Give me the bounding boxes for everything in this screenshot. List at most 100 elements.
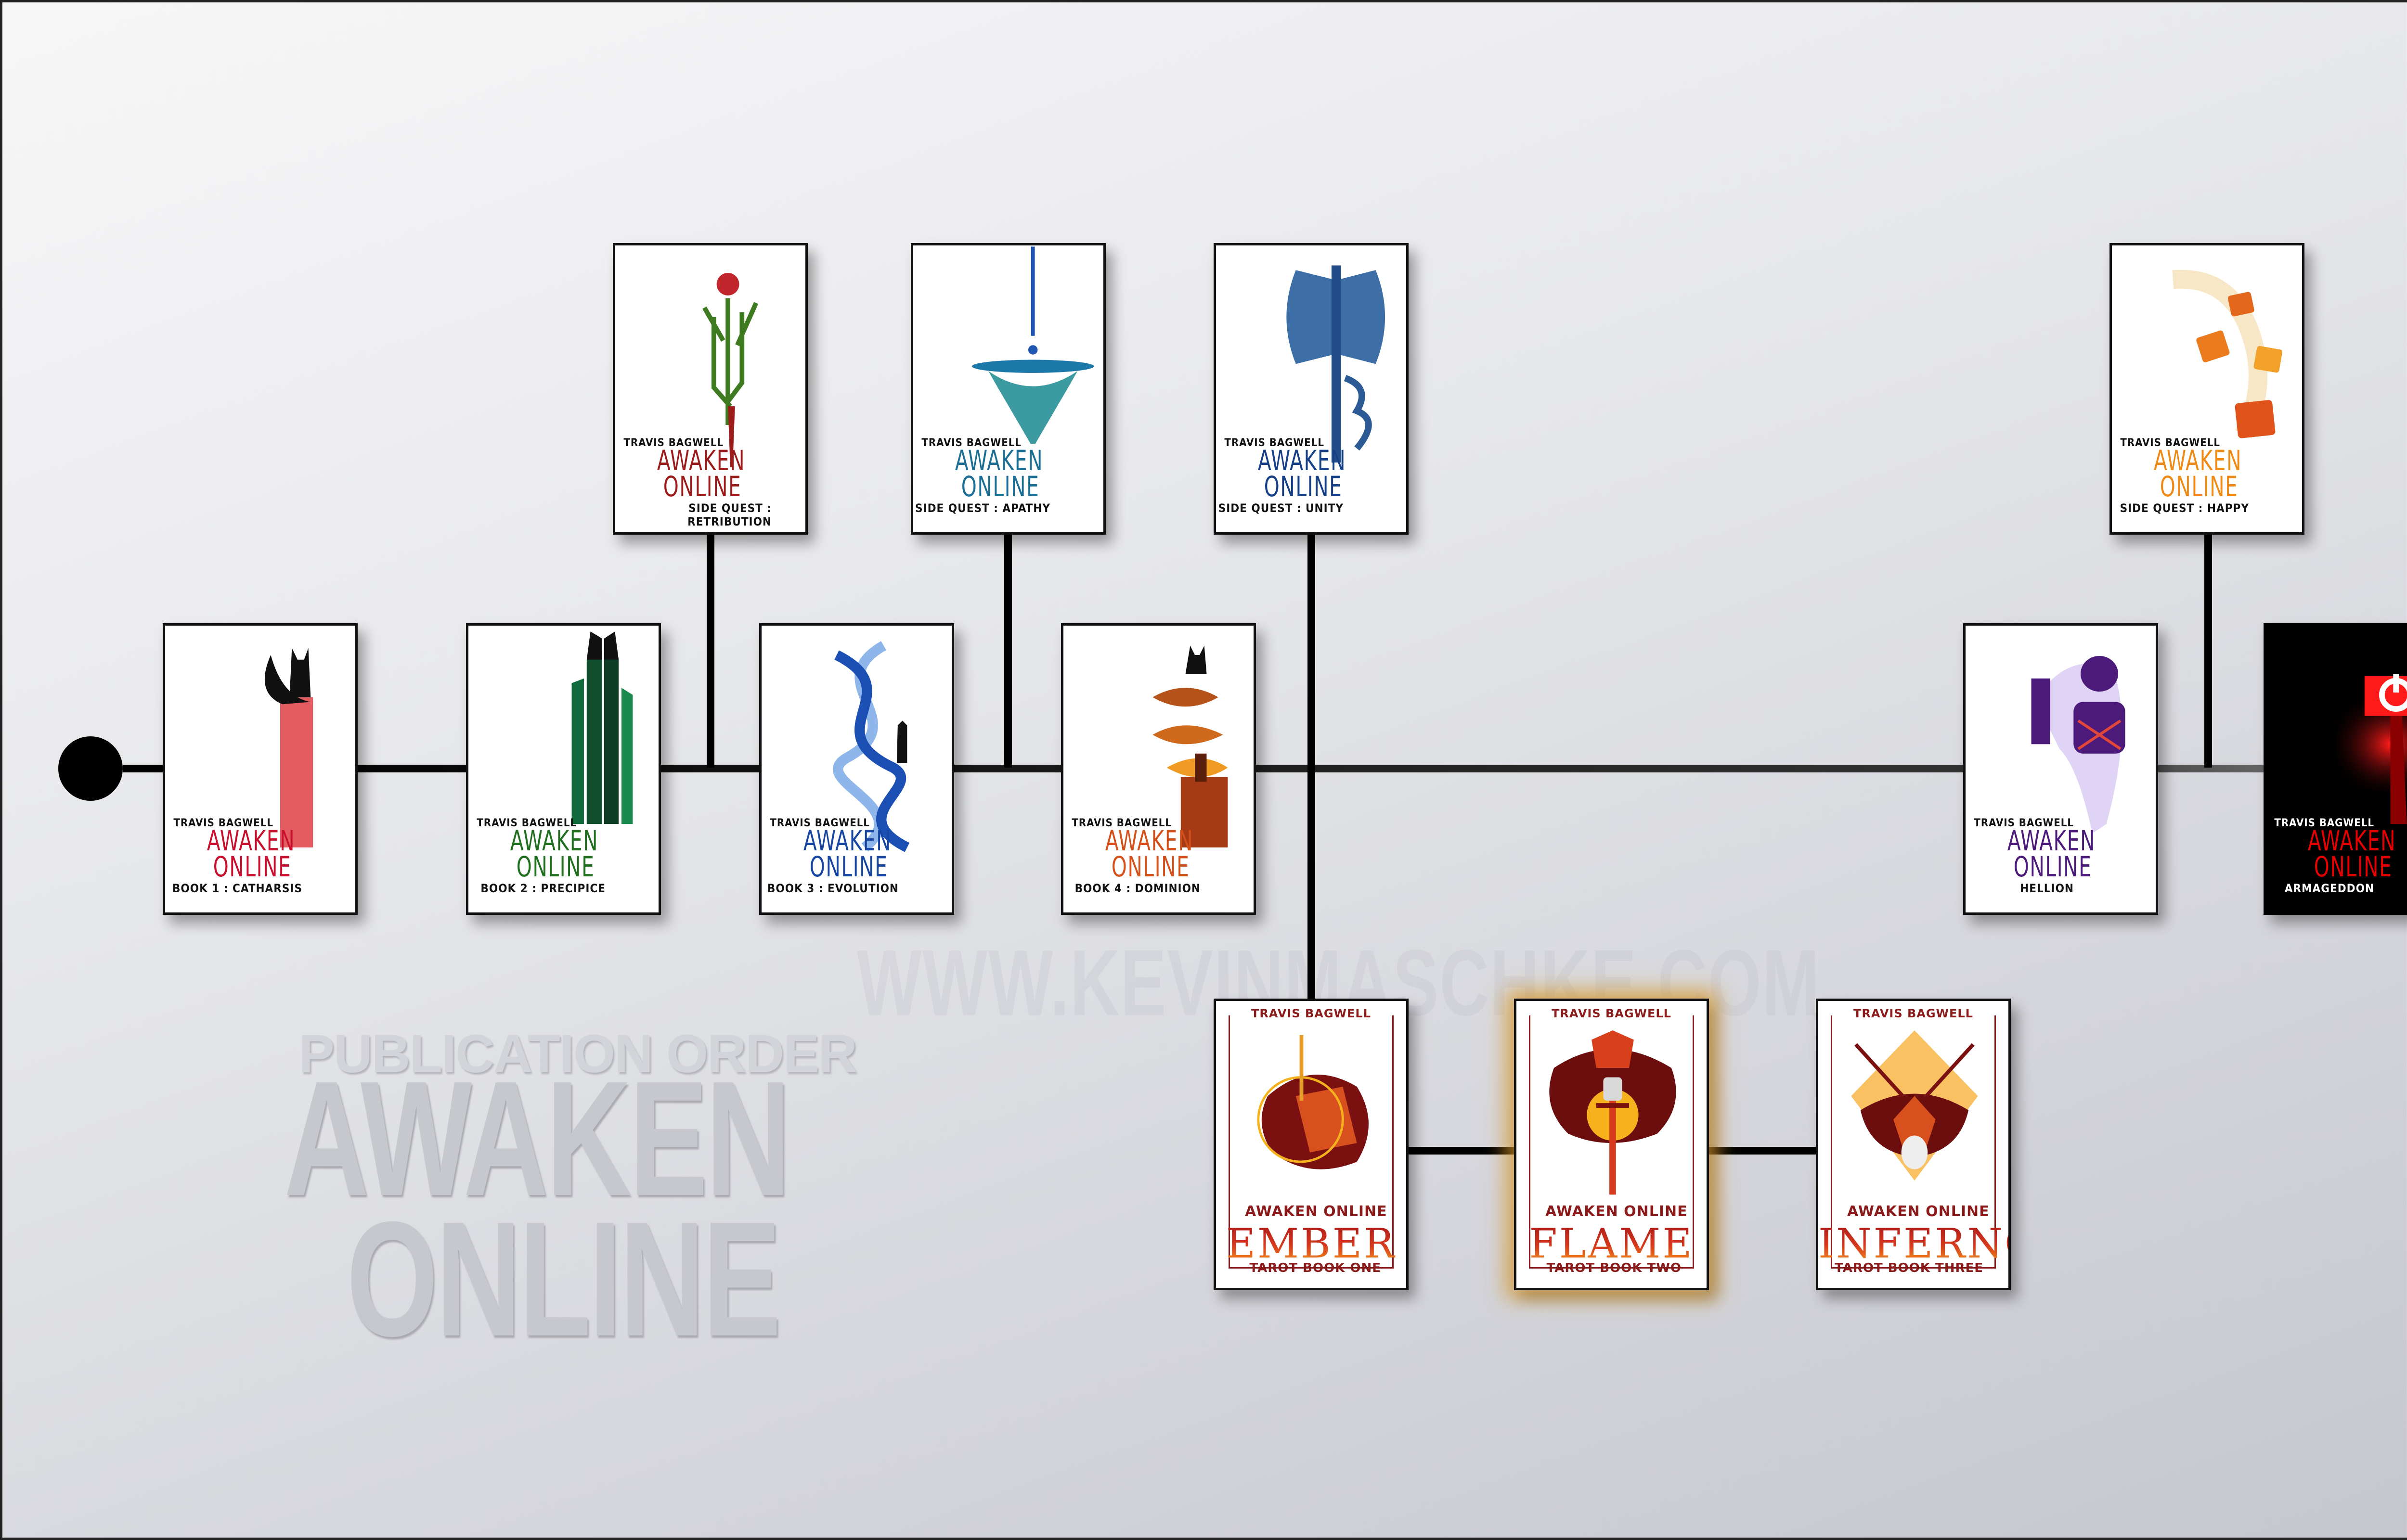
series-line-2: ONLINE [2314, 850, 2393, 883]
publication-order-heading: PUBLICATION ORDER [298, 1024, 857, 1084]
book-title: INFERNO [1818, 1220, 2008, 1267]
water-drop-art-icon [971, 246, 1094, 444]
cat-moon-art-icon [264, 648, 313, 847]
logo-line-2: ONLINE [346, 1188, 781, 1371]
hooded-figure-art-icon [1257, 1035, 1369, 1169]
book-title: SIDE QUEST : RETRIBUTION [687, 501, 772, 528]
skeleton-art-icon [2031, 655, 2125, 834]
power-button-art-icon [2336, 674, 2407, 824]
book-title: ARMAGEDDON [2284, 882, 2374, 895]
connector-apathy [1004, 532, 1012, 768]
author-name: TRAVIS BAGWELL [477, 817, 577, 829]
series-line-1: AWAKEN [2007, 824, 2096, 857]
ornate-frame [1831, 1015, 1996, 1269]
book-title: BOOK 3 : EVOLUTION [767, 882, 899, 895]
awaken-online-logo: AWAKEN ONLINE [284, 1047, 791, 1371]
series-line-2: ONLINE [663, 470, 742, 503]
series-line-1: AWAKEN [657, 444, 746, 477]
series-line-2: ONLINE [809, 850, 888, 883]
author-name: TRAVIS BAGWELL [173, 817, 273, 829]
series-line-1: AWAKEN [2307, 824, 2396, 857]
author-name: TRAVIS BAGWELL [623, 437, 724, 449]
series-line-2: ONLINE [2160, 470, 2239, 503]
series-line-1: AWAKEN [1105, 824, 1194, 857]
series-title: AWAKEN ONLINE [1847, 1203, 1990, 1220]
timeline-start-dot [58, 736, 123, 801]
series-title: AWAKEN ONLINE [1545, 1203, 1688, 1220]
book-cover-ember[interactable]: TRAVIS BAGWELL AWAKEN ONLINE EMBER TAROT… [1214, 999, 1409, 1290]
book-title: FLAME [1516, 1220, 1707, 1267]
author-name: TRAVIS BAGWELL [1552, 1007, 1671, 1020]
series-line-1: AWAKEN [955, 444, 1044, 477]
connector-happy [2204, 532, 2212, 768]
series-line-1: AWAKEN [1257, 444, 1346, 477]
series-line-2: ONLINE [213, 850, 292, 883]
book-title: BOOK 1 : CATHARSIS [172, 882, 302, 895]
author-name: TRAVIS BAGWELL [2120, 437, 2220, 449]
series-line-2: ONLINE [961, 470, 1040, 503]
book-number: TAROT BOOK TWO [1546, 1261, 1682, 1275]
series-line-1: AWAKEN [2153, 444, 2242, 477]
dna-helix-art-icon [833, 641, 910, 852]
author-name: TRAVIS BAGWELL [1072, 817, 1172, 829]
series-line-2: ONLINE [2013, 850, 2092, 883]
logo-line-1: AWAKEN [284, 1047, 791, 1230]
author-name: TRAVIS BAGWELL [2274, 817, 2374, 829]
series-line-2: ONLINE [1111, 850, 1190, 883]
author-name: TRAVIS BAGWELL [1853, 1007, 1973, 1020]
series-line-2: ONLINE [1264, 470, 1343, 503]
connector-retribution [707, 532, 714, 768]
book-number: TAROT BOOK THREE [1834, 1261, 1983, 1275]
series-line-2: ONLINE [516, 850, 595, 883]
smoke-castle-art-icon [1152, 645, 1228, 847]
series-line-1: AWAKEN [510, 824, 599, 857]
book-title: EMBER [1216, 1220, 1406, 1267]
book-title: SIDE QUEST : APATHY [915, 501, 1050, 515]
thorned-rose-art-icon [702, 273, 759, 467]
ice-axe-art-icon [1286, 265, 1385, 463]
flaming-dice-art-icon [2172, 270, 2283, 439]
author-name: TRAVIS BAGWELL [921, 437, 1022, 449]
towers-art-icon [571, 631, 633, 824]
book-title: SIDE QUEST : HAPPY [2120, 501, 2249, 515]
book-title: SIDE QUEST : UNITY [1218, 501, 1344, 515]
author-name: TRAVIS BAGWELL [1251, 1007, 1371, 1020]
main-timeline-line [123, 765, 2407, 772]
author-name: TRAVIS BAGWELL [1974, 817, 2074, 829]
book-cover-flame[interactable]: TRAVIS BAGWELL AWAKEN ONLINE FLAME TAROT… [1514, 999, 1709, 1290]
book-title: BOOK 2 : PRECIPICE [480, 882, 606, 895]
face-flames-art-icon [1851, 1030, 1978, 1181]
series-line-1: AWAKEN [207, 824, 296, 857]
series-line-1: AWAKEN [803, 824, 892, 857]
author-name: TRAVIS BAGWELL [770, 817, 870, 829]
ornate-frame [1229, 1015, 1394, 1269]
book-cover-inferno[interactable]: TRAVIS BAGWELL AWAKEN ONLINE INFERNO TAR… [1816, 999, 2011, 1290]
ornate-frame [1529, 1015, 1694, 1269]
book-title: BOOK 4 : DOMINION [1074, 882, 1201, 895]
connector-unity [1307, 532, 1315, 1001]
series-title: AWAKEN ONLINE [1245, 1203, 1387, 1220]
fist-sword-art-icon [1549, 1030, 1676, 1195]
author-name: TRAVIS BAGWELL [1224, 437, 1324, 449]
book-number: TAROT BOOK ONE [1249, 1261, 1381, 1275]
